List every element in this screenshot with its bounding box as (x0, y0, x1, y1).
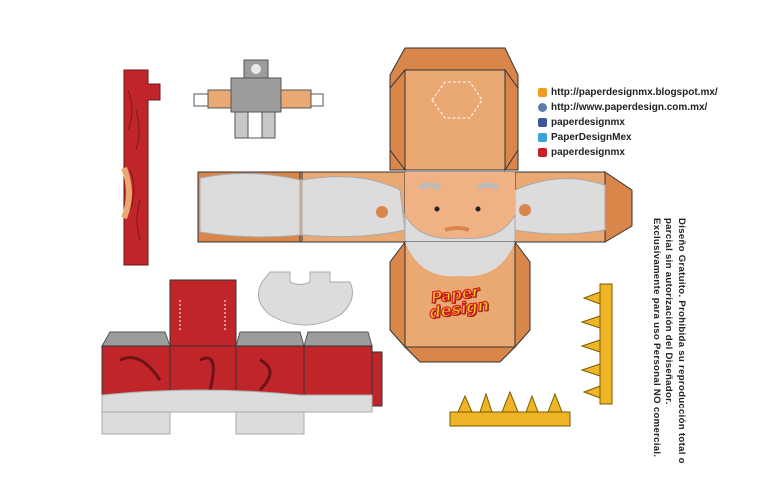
small-box-net (193, 59, 324, 139)
gold-crown-horizontal (449, 390, 571, 427)
head-box-net (197, 47, 633, 363)
pinterest-icon (538, 148, 547, 157)
blogger-icon (538, 88, 547, 97)
globe-icon (538, 103, 547, 112)
note-line: Exclusivamente para uso Personal NO come… (651, 218, 662, 458)
beard-bowl-piece (257, 271, 353, 326)
link-text: PaperDesignMex (551, 132, 632, 143)
red-body-net (101, 279, 383, 435)
link-pinterest[interactable]: paperdesignmx (538, 145, 718, 160)
link-blog[interactable]: http://paperdesignmx.blogspot.mx/ (538, 85, 718, 100)
link-website[interactable]: http://www.paperdesign.com.mx/ (538, 100, 718, 115)
note-line: Diseño Gratuito. Prohibida su reproducci… (676, 218, 687, 464)
link-facebook[interactable]: paperdesignmx (538, 115, 718, 130)
link-list: http://paperdesignmx.blogspot.mx/ http:/… (538, 85, 718, 160)
link-text: http://paperdesignmx.blogspot.mx/ (551, 87, 718, 98)
link-text: paperdesignmx (551, 147, 625, 158)
link-twitter[interactable]: PaperDesignMex (538, 130, 718, 145)
link-text: paperdesignmx (551, 117, 625, 128)
red-side-strip (121, 69, 161, 266)
note-line: parcial sin autorización del Diseñador. (663, 218, 675, 405)
copyright-note: Diseño Gratuito. Prohibida su reproducci… (650, 218, 687, 464)
link-text: http://www.paperdesign.com.mx/ (551, 102, 708, 113)
twitter-icon (538, 133, 547, 142)
facebook-icon (538, 118, 547, 127)
gold-crown-vertical (580, 283, 613, 405)
